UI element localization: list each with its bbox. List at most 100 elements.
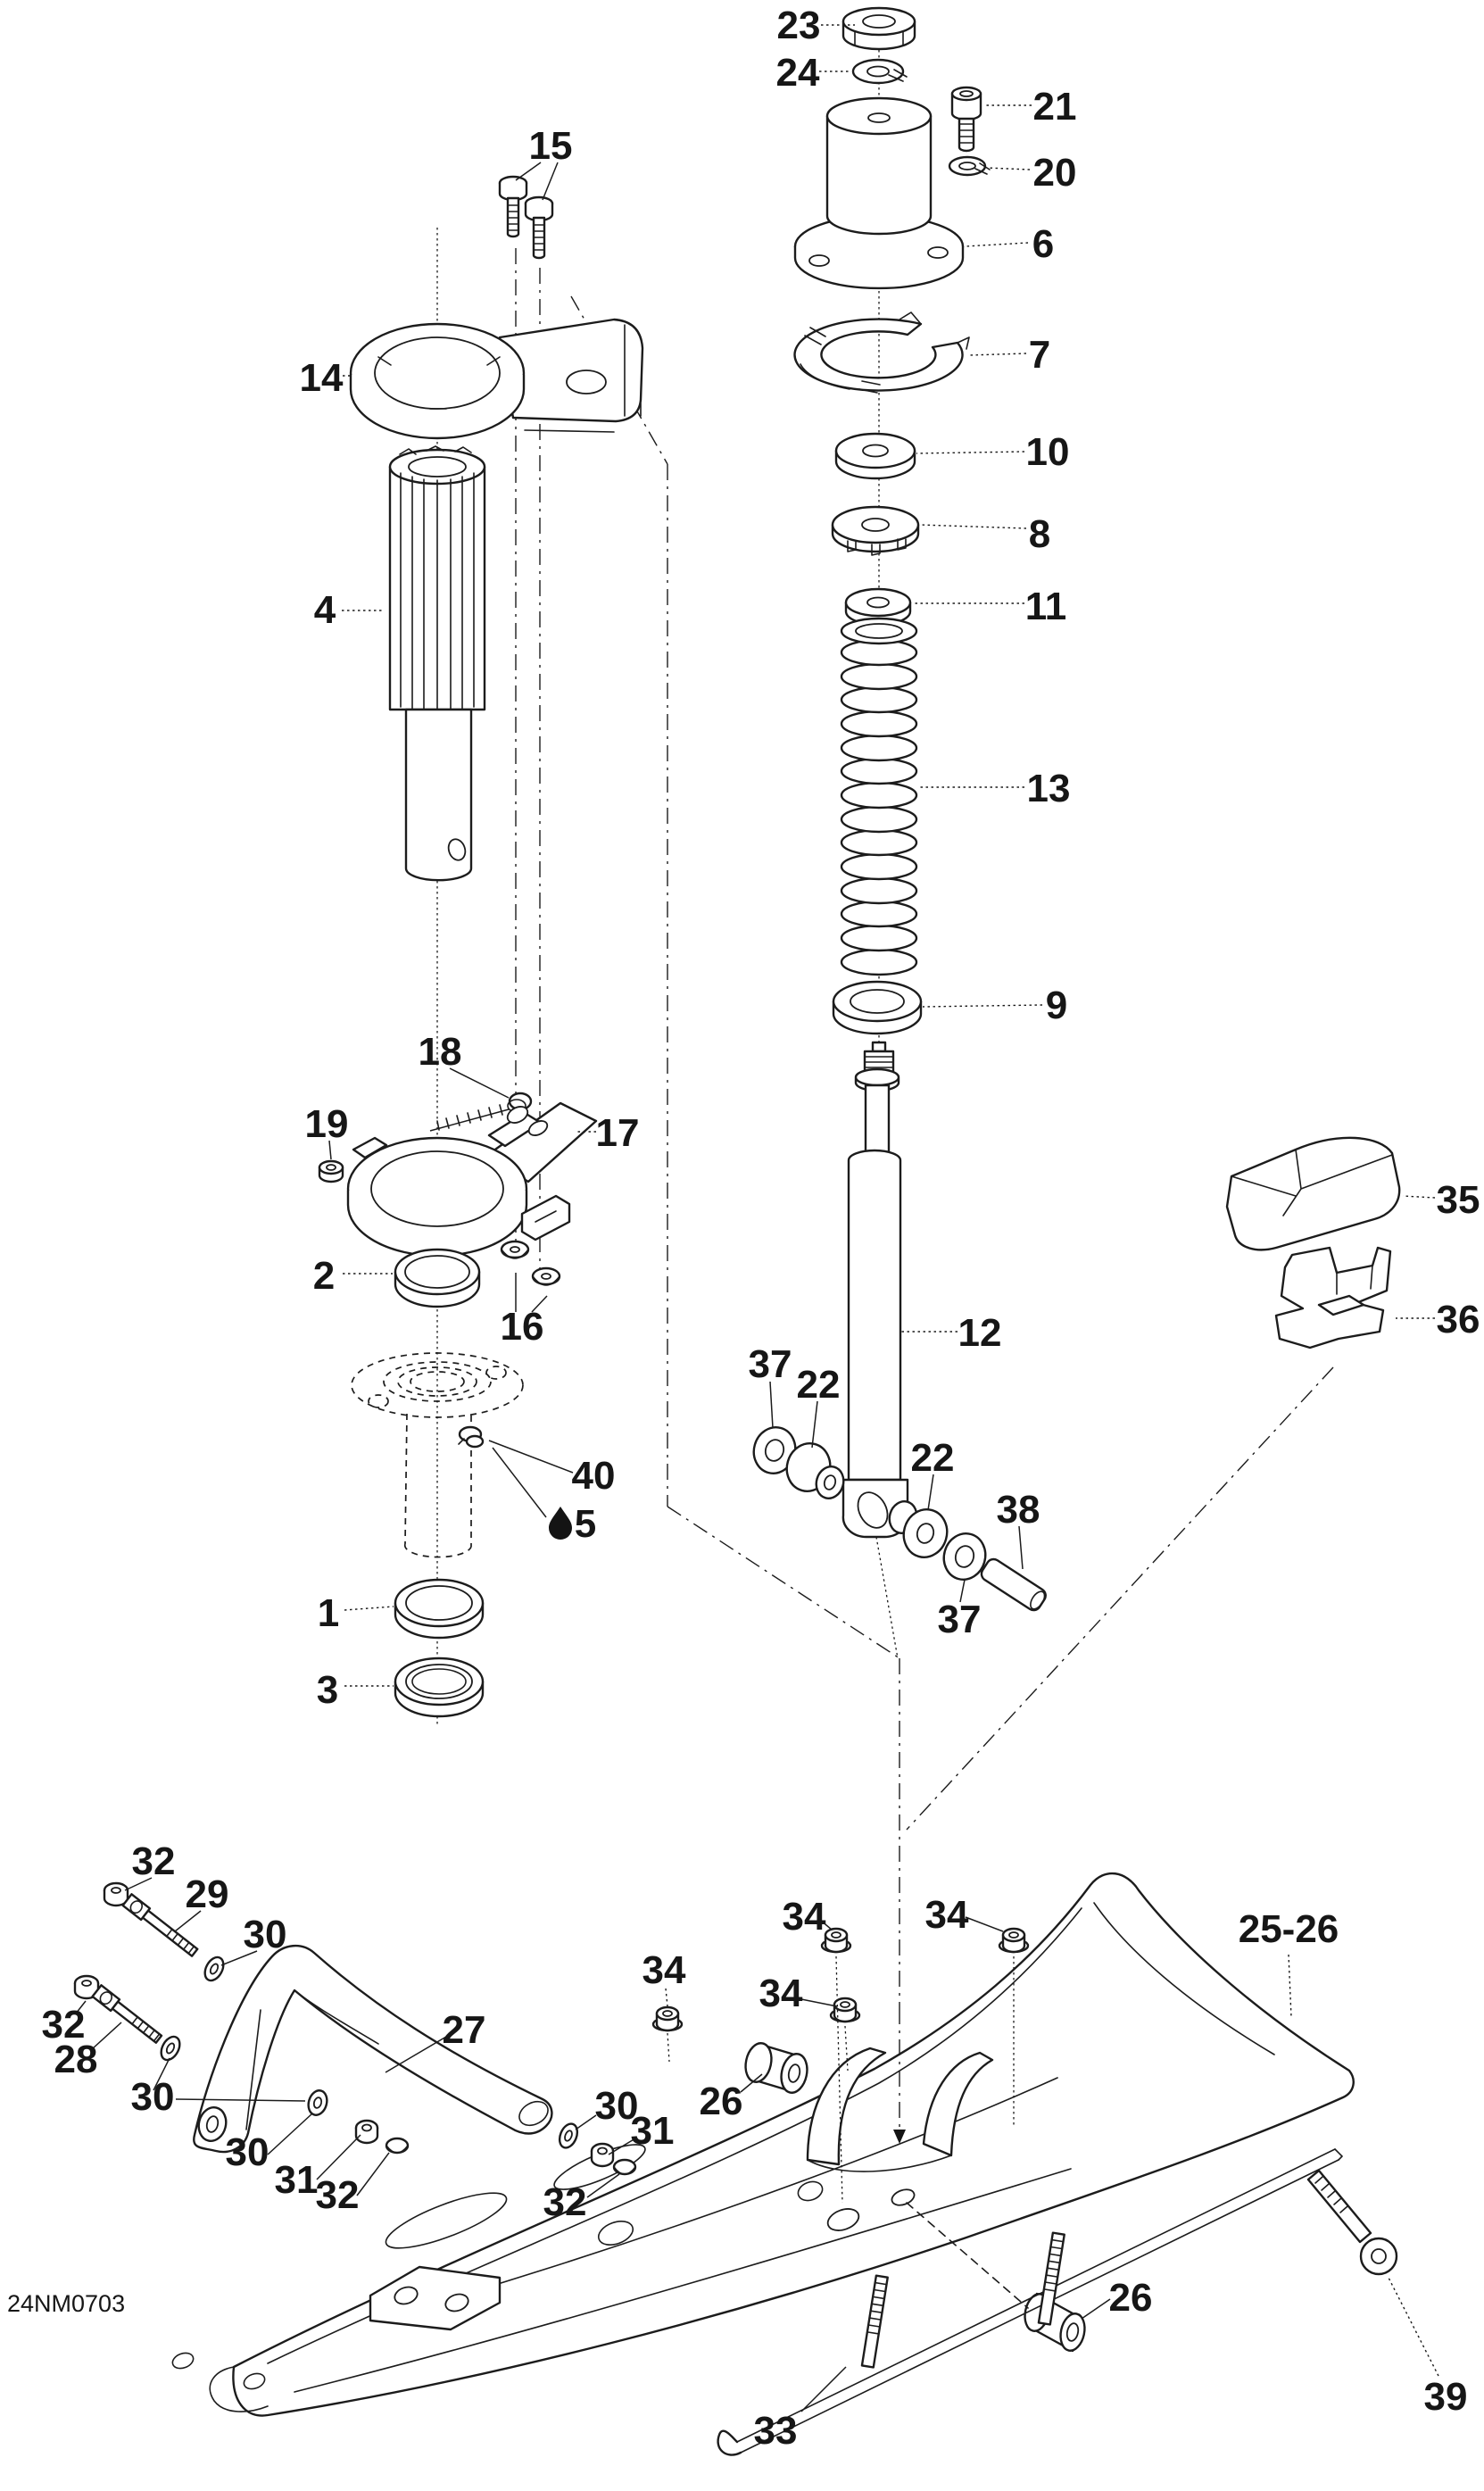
part-4-steering-column bbox=[388, 445, 486, 882]
cap-nut-32-top bbox=[103, 1881, 129, 1907]
callout-3: 3 bbox=[317, 1668, 338, 1712]
part-35-pad bbox=[1225, 1136, 1401, 1251]
part-38-pin bbox=[980, 1557, 1047, 1612]
part-16-push-caps bbox=[500, 1240, 561, 1286]
part-20-lock-washer bbox=[948, 155, 991, 177]
hidden-steering-housing bbox=[351, 1352, 524, 1558]
part-21-bolt bbox=[950, 86, 982, 153]
washer-30-front bbox=[307, 2089, 328, 2116]
callout-40: 40 bbox=[572, 1454, 616, 1498]
callout-5: 5 bbox=[575, 1502, 596, 1546]
part-24-lock-washer bbox=[851, 58, 908, 85]
callout-35: 35 bbox=[1437, 1178, 1480, 1222]
flange-nut-34-c bbox=[651, 2005, 684, 2032]
callout-14: 14 bbox=[300, 356, 344, 400]
part-12-shock-absorber bbox=[841, 1041, 909, 1539]
callout-12: 12 bbox=[958, 1311, 1002, 1355]
callout-25-26: 25-26 bbox=[1239, 1907, 1339, 1951]
part-17-lower-clamp bbox=[346, 1101, 598, 1258]
callout-29: 29 bbox=[186, 1872, 229, 1916]
callout-26-b: 26 bbox=[1109, 2276, 1153, 2320]
flange-nut-34-a bbox=[820, 1927, 852, 1954]
cap-nut-32-rear bbox=[612, 2158, 637, 2176]
callout-30-b: 30 bbox=[131, 2075, 175, 2119]
callout-34-d: 34 bbox=[759, 1972, 803, 2015]
callout-21: 21 bbox=[1033, 85, 1077, 129]
callout-27: 27 bbox=[443, 2008, 486, 2052]
bushing-26-a bbox=[744, 2042, 808, 2094]
callout-6: 6 bbox=[1032, 222, 1054, 266]
callout-30-c: 30 bbox=[226, 2130, 269, 2174]
callout-24: 24 bbox=[776, 51, 820, 95]
part-23-nut bbox=[841, 6, 916, 51]
callout-31-b: 31 bbox=[631, 2109, 675, 2153]
callout-13: 13 bbox=[1027, 767, 1071, 810]
callout-7: 7 bbox=[1029, 333, 1050, 377]
callout-30-d: 30 bbox=[595, 2084, 639, 2128]
part-19-nut bbox=[318, 1159, 344, 1183]
callout-32-a: 32 bbox=[132, 1839, 176, 1883]
callout-18: 18 bbox=[419, 1030, 462, 1074]
callout-10: 10 bbox=[1026, 430, 1070, 474]
diagram-code: 24NM0703 bbox=[7, 2290, 125, 2317]
lock-nut-31-front bbox=[354, 2119, 379, 2145]
callout-30-a: 30 bbox=[244, 1913, 287, 1956]
callout-37-left: 37 bbox=[749, 1342, 792, 1386]
part-7-retainer-ring bbox=[793, 311, 970, 394]
part-5-lubricant-drop bbox=[549, 1507, 572, 1540]
callout-34-a: 34 bbox=[783, 1895, 826, 1939]
callout-17: 17 bbox=[596, 1111, 640, 1155]
callout-23: 23 bbox=[777, 4, 821, 47]
leader-lines bbox=[75, 24, 1439, 2412]
callout-11: 11 bbox=[1025, 585, 1067, 628]
flange-nut-34-d bbox=[829, 1997, 861, 2023]
part-2-bushing-ring bbox=[394, 1248, 481, 1308]
callout-1: 1 bbox=[318, 1591, 339, 1635]
callout-4: 4 bbox=[314, 588, 336, 632]
part-13-spring bbox=[840, 617, 918, 976]
part-3-ring bbox=[394, 1657, 485, 1718]
mount-arrow bbox=[893, 2130, 906, 2144]
flange-nut-34-b bbox=[998, 1927, 1030, 1954]
part-27-handle bbox=[193, 1945, 553, 2154]
callout-34-c: 34 bbox=[643, 1948, 686, 1992]
callout-31-a: 31 bbox=[275, 2158, 319, 2202]
part-8-cup-washer bbox=[831, 505, 920, 556]
washer-30-b bbox=[160, 2035, 181, 2062]
part-22-bushing-left bbox=[785, 1442, 845, 1499]
lock-nut-31-rear bbox=[590, 2142, 615, 2168]
part-39-bolt bbox=[1306, 2169, 1398, 2276]
part-36-clip bbox=[1274, 1246, 1392, 1349]
callout-33: 33 bbox=[754, 2409, 798, 2453]
callout-9: 9 bbox=[1046, 984, 1067, 1027]
part-9-spacer-ring bbox=[832, 980, 923, 1035]
part-40-grease-fitting bbox=[458, 1425, 485, 1449]
callout-32-c: 32 bbox=[316, 2173, 360, 2217]
callout-34-b: 34 bbox=[925, 1893, 969, 1937]
part-6-bearing-housing bbox=[793, 96, 965, 290]
construction-lines-over-ski bbox=[667, 1954, 1292, 2309]
callout-28: 28 bbox=[54, 2038, 98, 2081]
callout-37-right: 37 bbox=[938, 1598, 982, 1641]
callout-8: 8 bbox=[1029, 512, 1050, 556]
callout-38: 38 bbox=[997, 1488, 1040, 1532]
bolt-28 bbox=[91, 1984, 163, 2044]
part-22-bushing-right bbox=[888, 1500, 949, 1558]
callout-32-d: 32 bbox=[543, 2180, 587, 2224]
callout-39: 39 bbox=[1424, 2375, 1468, 2419]
part-14-upper-clamp bbox=[349, 318, 644, 440]
bolt-29 bbox=[121, 1893, 199, 1957]
ski-body bbox=[171, 1872, 1355, 2417]
callout-22-left: 22 bbox=[797, 1363, 841, 1407]
cap-nut-32-mid bbox=[73, 1974, 100, 2000]
cap-nut-32-front bbox=[385, 2137, 410, 2155]
callout-2: 2 bbox=[313, 1254, 335, 1298]
part-37-washer-left bbox=[752, 1426, 797, 1474]
callout-36: 36 bbox=[1437, 1298, 1480, 1341]
callout-32-b: 32 bbox=[42, 2003, 86, 2047]
callout-15: 15 bbox=[529, 124, 573, 168]
ski-leg-bracket bbox=[797, 2047, 994, 2231]
droplet-icon bbox=[549, 1507, 572, 1540]
